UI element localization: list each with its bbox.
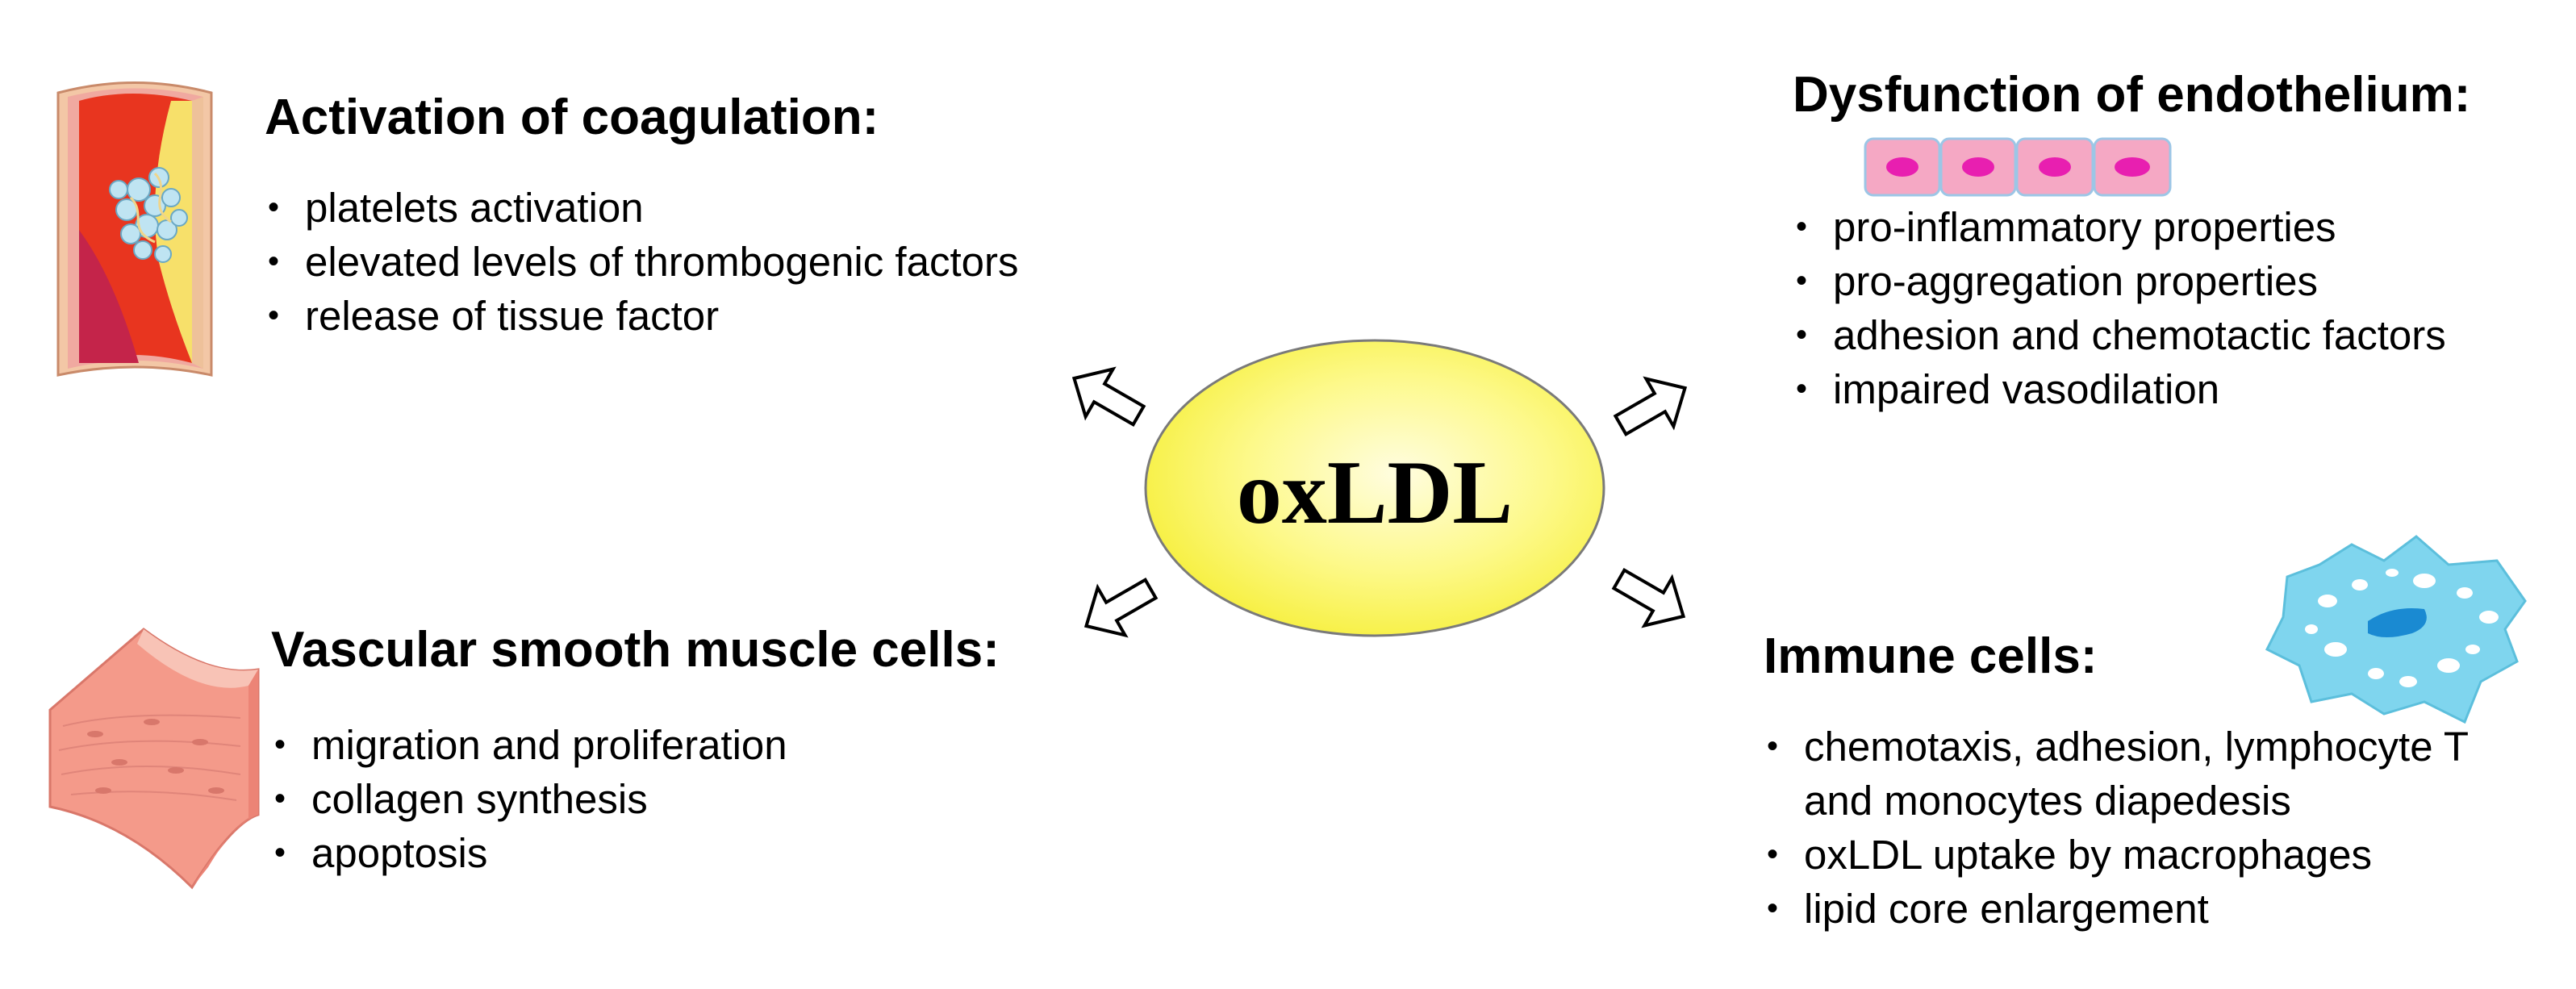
list-item: apoptosis <box>271 826 1000 880</box>
list-item: oxLDL uptake by macrophages <box>1764 828 2469 882</box>
smooth-muscle-panel: Vascular smooth muscle cells: migration … <box>271 621 1000 880</box>
oxldl-label: oxLDL <box>1237 443 1513 543</box>
immune-cell-icon <box>2265 535 2527 724</box>
immune-list: chemotaxis, adhesion, lymphocyte T and m… <box>1764 720 2469 936</box>
list-item: platelets activation <box>265 181 1018 235</box>
arrow-to-immune <box>1611 568 1686 628</box>
smooth-muscle-title: Vascular smooth muscle cells: <box>271 622 1000 678</box>
immune-title: Immune cells: <box>1764 628 2098 684</box>
smooth-muscle-list: migration and proliferation collagen syn… <box>271 718 1000 880</box>
endothelium-panel: Dysfunction of endothelium: pro-inflamma… <box>1793 66 2470 416</box>
list-item: pro-aggregation properties <box>1793 254 2470 308</box>
endothelium-title: Dysfunction of endothelium: <box>1793 67 2471 123</box>
arrow-to-smooth-muscle <box>1083 578 1159 638</box>
list-item: impaired vasodilation <box>1793 362 2470 416</box>
immune-panel: Immune cells: chemotaxis, adhesion, lymp… <box>1764 628 2469 936</box>
endothelial-cells-icon <box>1864 137 2172 197</box>
endothelium-list: pro-inflammatory properties pro-aggregat… <box>1793 200 2470 416</box>
list-item-continuation: and monocytes diapedesis <box>1804 778 2291 824</box>
list-item: collagen synthesis <box>271 772 1000 826</box>
coagulation-title: Activation of coagulation: <box>265 90 879 145</box>
list-item: pro-inflammatory properties <box>1793 200 2470 254</box>
coagulation-list: platelets activation elevated levels of … <box>265 181 1018 343</box>
artery-thrombus-icon <box>56 81 213 377</box>
coagulation-panel: Activation of coagulation: platelets act… <box>265 89 1018 343</box>
list-item: migration and proliferation <box>271 718 1000 772</box>
list-item: lipid core enlargement <box>1764 882 2469 936</box>
arrow-to-endothelium <box>1613 376 1688 436</box>
list-item: elevated levels of thrombogenic factors <box>265 235 1018 289</box>
smooth-muscle-tissue-icon <box>48 628 260 890</box>
arrow-to-coagulation <box>1071 366 1146 427</box>
list-item: chemotaxis, adhesion, lymphocyte T <box>1764 720 2469 774</box>
list-item: adhesion and chemotactic factors <box>1793 308 2470 362</box>
list-item: release of tissue factor <box>265 289 1018 343</box>
oxldl-ellipse <box>1144 339 1605 637</box>
